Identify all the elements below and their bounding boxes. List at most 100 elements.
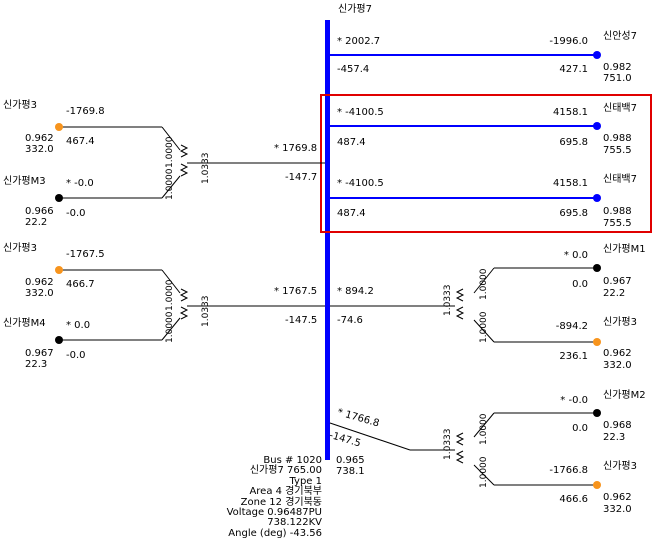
rt2-ratio-a: 1.0000 xyxy=(479,413,489,446)
rt1-aux-name: 신가평M1 xyxy=(603,244,646,255)
lt1-aux-p: * -0.0 xyxy=(66,178,94,189)
aux-node-left-1[interactable] xyxy=(55,194,63,202)
lt1-ratio-main: 1.0333 xyxy=(201,152,211,185)
gen-node-left-2[interactable] xyxy=(55,266,63,274)
lt2-gen-q: 466.7 xyxy=(66,279,95,290)
bus-info-angle: Angle (deg) -43.56 xyxy=(228,527,322,539)
left-transformer-2[interactable] xyxy=(59,269,325,341)
rt1-gen-name: 신가평3 xyxy=(603,317,637,328)
lt1-aux-name: 신가평M3 xyxy=(3,176,46,187)
bus-info-panel: Bus # 1020 신가평7 765.00 Type 1 Area 4 경기북… xyxy=(226,455,322,539)
rt2-gen-kv: 332.0 xyxy=(603,504,632,515)
line3-p-near: * -4100.5 xyxy=(337,178,384,189)
lt1-gen-p: -1769.8 xyxy=(66,106,105,117)
rt2-aux-name: 신가평M2 xyxy=(603,390,646,401)
lt2-gen-p: -1767.5 xyxy=(66,249,105,260)
line3-bus-name: 신태백7 xyxy=(603,174,637,185)
rt2-aux-q: 0.0 xyxy=(572,423,588,434)
line1-bus-name: 신안성7 xyxy=(603,31,637,42)
bus-info-area: Area 4 경기북부 xyxy=(249,486,322,498)
rt1-gen-q: 236.1 xyxy=(559,351,588,362)
rt1-ratio-b: 1.0000 xyxy=(479,311,489,344)
lt2-q-bus: -147.5 xyxy=(285,315,318,326)
lt1-q-bus: -147.7 xyxy=(285,172,318,183)
line1-p-near: * 2002.7 xyxy=(337,36,381,47)
line1-q-near: -457.4 xyxy=(337,64,370,75)
rt2-gen-q: 466.6 xyxy=(559,494,588,505)
line2-q-far: 695.8 xyxy=(559,137,588,148)
lt2-ratio-a: 1.0000 xyxy=(165,279,175,312)
rt1-aux-q: 0.0 xyxy=(572,279,588,290)
bus-info-number: Bus # 1020 xyxy=(263,455,322,466)
lt2-aux-q: -0.0 xyxy=(66,350,86,361)
right-transformer-2[interactable] xyxy=(329,412,597,486)
gen-node-right-1[interactable] xyxy=(593,338,601,346)
rt2-aux-kv: 22.3 xyxy=(603,432,626,443)
bus-info-zone: Zone 12 경기북동 xyxy=(240,496,322,508)
lt1-ratio-b: 1.0000 xyxy=(165,168,175,201)
lt1-aux-pu: 0.966 xyxy=(25,206,54,217)
line2-bus-pu: 0.988 xyxy=(603,133,632,144)
bus-node-sintaebaek7-1[interactable] xyxy=(593,122,601,130)
rt1-q-bus: -74.6 xyxy=(337,315,363,326)
line2-q-near: 487.4 xyxy=(337,137,366,148)
line3-q-far: 695.8 xyxy=(559,208,588,219)
main-bus-bar[interactable] xyxy=(325,20,330,460)
line1-p-far: -1996.0 xyxy=(549,36,588,47)
line3-p-far: 4158.1 xyxy=(553,178,588,189)
bus-node-sinanseong7[interactable] xyxy=(593,51,601,59)
line1-bus-pu: 0.982 xyxy=(603,62,632,73)
lt2-aux-p: * 0.0 xyxy=(66,320,91,331)
line1-bus-kv: 751.0 xyxy=(603,73,632,84)
line2-p-far: 4158.1 xyxy=(553,107,588,118)
lt2-gen-kv: 332.0 xyxy=(25,288,54,299)
main-bus-name: 신가평7 xyxy=(338,4,372,15)
lt2-ratio-b: 1.0000 xyxy=(165,311,175,344)
line1-q-far: 427.1 xyxy=(559,64,588,75)
bus-info-voltage-kv: 738.122KV xyxy=(267,517,322,529)
rt2-aux-pu: 0.968 xyxy=(603,420,632,431)
lt2-aux-name: 신가평M4 xyxy=(3,318,46,329)
lt1-ratio-a: 1.0000 xyxy=(165,136,175,169)
rt1-ratio-a: 1.0000 xyxy=(479,268,489,301)
rt1-gen-pu: 0.962 xyxy=(603,348,632,359)
line2-bus-kv: 755.5 xyxy=(603,145,632,156)
line2-bus-name: 신태백7 xyxy=(603,103,637,114)
rt1-aux-kv: 22.2 xyxy=(603,288,626,299)
rt1-p-bus: * 894.2 xyxy=(337,286,374,297)
bus-info-voltage-pu: Voltage 0.96487PU xyxy=(226,507,322,519)
lt1-gen-name: 신가평3 xyxy=(3,100,37,111)
aux-node-right-1[interactable] xyxy=(593,264,601,272)
rt1-aux-pu: 0.967 xyxy=(603,276,632,287)
right-transformer-1[interactable] xyxy=(330,267,597,343)
rt2-ratio-b: 1.0000 xyxy=(479,456,489,489)
lt1-aux-q: -0.0 xyxy=(66,208,86,219)
lt2-aux-pu: 0.967 xyxy=(25,348,54,359)
rt1-gen-kv: 332.0 xyxy=(603,360,632,371)
rt1-aux-p: * 0.0 xyxy=(563,250,588,261)
line3-bus-kv: 755.5 xyxy=(603,218,632,229)
rt2-gen-p: -1766.8 xyxy=(549,465,588,476)
bus-info-name: 신가평7 765.00 xyxy=(249,465,322,477)
lt1-gen-pu: 0.962 xyxy=(25,133,54,144)
aux-node-left-2[interactable] xyxy=(55,336,63,344)
lt1-gen-q: 467.4 xyxy=(66,136,95,147)
rt1-ratio-main: 1.0333 xyxy=(443,284,453,317)
bus-node-sintaebaek7-2[interactable] xyxy=(593,194,601,202)
bus-info-type: Type 1 xyxy=(289,475,322,487)
lt1-aux-kv: 22.2 xyxy=(25,217,48,228)
aux-node-right-2[interactable] xyxy=(593,409,601,417)
lt2-gen-pu: 0.962 xyxy=(25,277,54,288)
rt2-gen-name: 신가평3 xyxy=(603,461,637,472)
rt2-aux-p: * -0.0 xyxy=(560,395,588,406)
rt2-gen-pu: 0.962 xyxy=(603,492,632,503)
line3-q-near: 487.4 xyxy=(337,208,366,219)
gen-node-right-2[interactable] xyxy=(593,481,601,489)
main-bus-kv: 738.1 xyxy=(336,466,365,477)
line2-p-near: * -4100.5 xyxy=(337,107,384,118)
gen-node-left-1[interactable] xyxy=(55,123,63,131)
lt2-ratio-main: 1.0333 xyxy=(201,295,211,328)
left-transformer-1[interactable] xyxy=(59,126,325,199)
main-bus-pu: 0.965 xyxy=(336,455,365,466)
